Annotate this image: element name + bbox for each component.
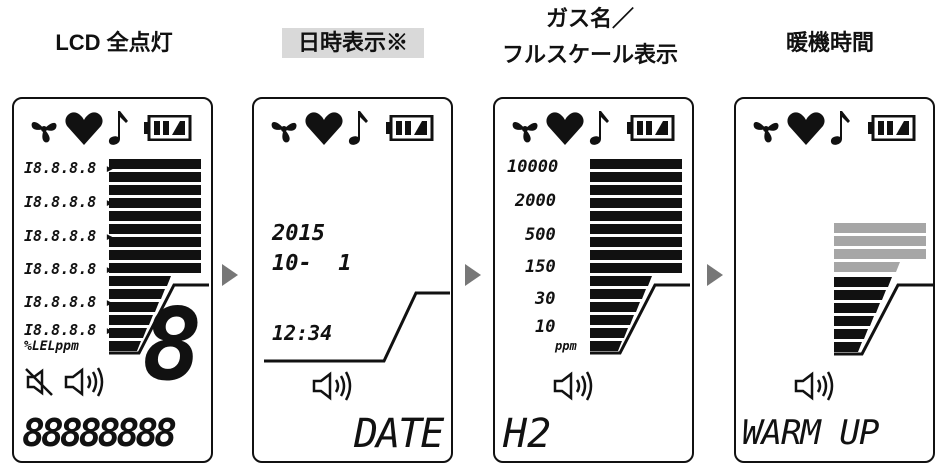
music-note-icon [108, 111, 128, 145]
arrow-1 [222, 264, 238, 286]
music-note-icon [589, 111, 609, 145]
heart-icon [305, 112, 343, 145]
fan-icon [512, 122, 538, 143]
range-label: I8.8.8.8 ▸ [24, 227, 115, 245]
battery-icon [386, 115, 434, 141]
heart-icon [65, 112, 103, 145]
big-digit: 8 [142, 286, 203, 403]
range-label: 2000 [515, 191, 556, 211]
speaker-icon [64, 367, 104, 397]
range-label: I8.8.8.8 ▸ [24, 260, 115, 278]
bottom-segment-display: WARM UP [742, 413, 879, 453]
bottom-segment-display: 88888888 [22, 411, 177, 455]
range-label: 10 [535, 317, 556, 337]
lcd-panel-date: 2015 10- 1 12:34 DATE [252, 97, 453, 463]
time-readout: 12:34 [272, 321, 333, 345]
unit-label: %LELppm [24, 339, 79, 354]
title-warm-up: 暖機時間 [785, 30, 874, 55]
warm-up-bargraph [834, 223, 933, 356]
range-label: I8.8.8.8 ▸ [24, 293, 115, 311]
level-bargraph [590, 159, 690, 355]
music-note-icon [348, 111, 368, 145]
lcd-panel-warm-up: WARM UP [734, 97, 935, 463]
level-bargraph [109, 159, 209, 355]
title-date-display: 日時表示※ [282, 28, 424, 58]
range-label: I8.8.8.8 ▸ [24, 321, 115, 339]
heart-icon [546, 112, 584, 145]
fan-icon [271, 122, 297, 143]
range-label: 30 [535, 289, 556, 309]
range-label: I8.8.8.8 ▸ [24, 193, 115, 211]
range-label: 10000 [507, 157, 559, 177]
range-label: 500 [525, 225, 556, 245]
lcd-panel-all-on: I8.8.8.8 ▸ I8.8.8.8 ▸ I8.8.8.8 ▸ I8.8.8.… [12, 97, 213, 463]
battery-icon [868, 115, 916, 141]
speaker-icon [794, 371, 834, 401]
heart-icon [787, 112, 825, 145]
fan-icon [753, 122, 779, 143]
title-lcd-all-on: LCD 全点灯 [55, 30, 173, 55]
speaker-icon [553, 371, 593, 401]
music-note-icon [830, 111, 850, 145]
title-gas-name-line1: ガス名／ [545, 6, 634, 31]
unit-label: ppm [555, 339, 577, 353]
mute-icon [25, 368, 53, 396]
bottom-segment-display: H2 [503, 411, 552, 457]
arrow-3 [707, 264, 723, 286]
range-label: 150 [525, 257, 556, 277]
year-readout: 2015 [272, 221, 325, 246]
battery-icon [627, 115, 675, 141]
title-gas-name-line2: フルスケール表示 [501, 42, 678, 67]
lcd-panel-gas-name: 10000 2000 500 150 30 10 ppm H2 [493, 97, 694, 463]
battery-icon [144, 115, 192, 141]
date-readout: 10- 1 [272, 251, 352, 276]
speaker-icon [312, 371, 352, 401]
trend-line [264, 291, 450, 363]
bottom-segment-display: DATE [354, 411, 444, 457]
range-label: I8.8.8.8 ▸ [24, 159, 115, 177]
arrow-2 [465, 264, 481, 286]
fan-icon [31, 122, 57, 143]
